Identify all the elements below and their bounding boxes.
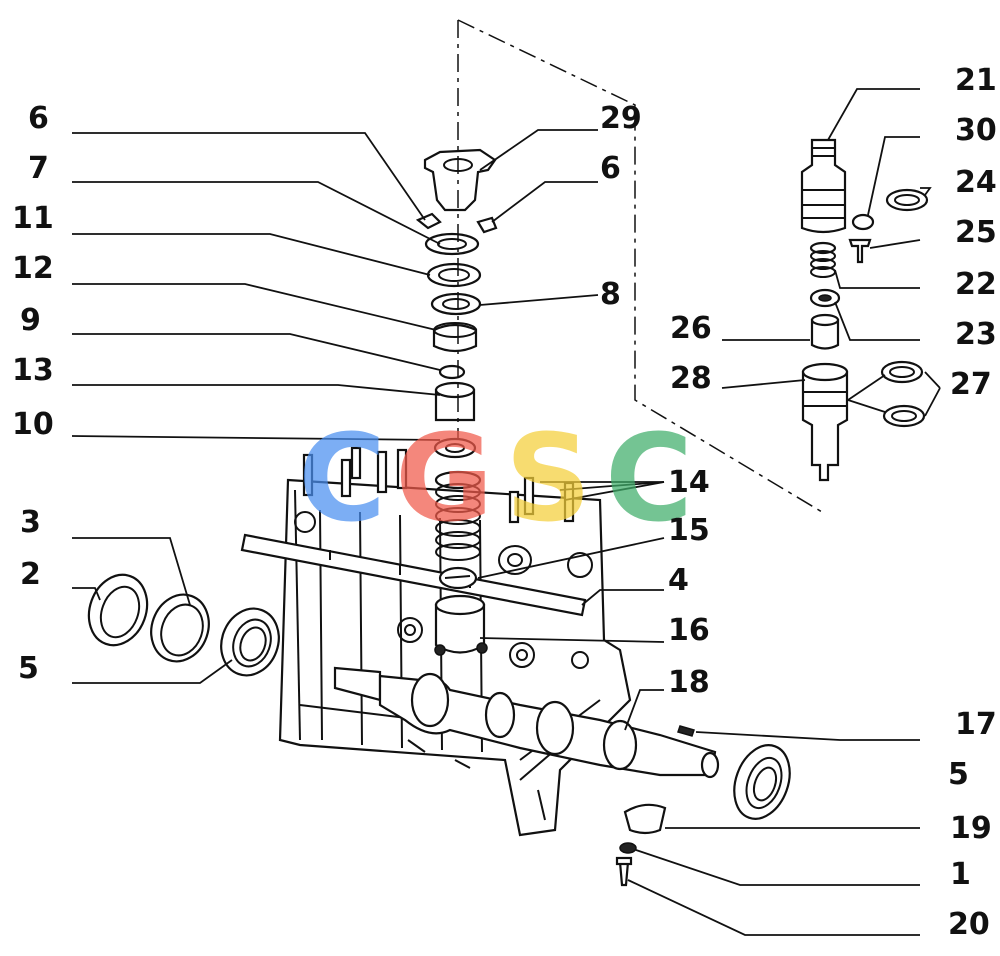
label-19: 19 bbox=[950, 811, 992, 846]
label-22: 22 bbox=[955, 267, 997, 302]
label-13: 13 bbox=[12, 353, 54, 388]
ring-3 bbox=[150, 593, 210, 663]
camshaft-18 bbox=[333, 666, 720, 779]
label-23: 23 bbox=[955, 317, 997, 352]
washer-11 bbox=[426, 262, 482, 288]
bearing-5-right bbox=[733, 744, 791, 820]
washer-1 bbox=[619, 842, 637, 854]
bearing-5-left bbox=[220, 607, 280, 677]
spring-seat-15 bbox=[438, 566, 478, 590]
valve-26 bbox=[810, 313, 840, 350]
key-17 bbox=[677, 725, 695, 737]
label-11: 11 bbox=[12, 201, 54, 236]
label-17: 17 bbox=[955, 707, 997, 742]
fitting-21 bbox=[800, 138, 847, 234]
seal-27-bottom bbox=[882, 404, 926, 428]
washer-7 bbox=[424, 232, 480, 256]
label-16: 16 bbox=[668, 613, 710, 648]
seal-27-top bbox=[880, 360, 924, 384]
label-10: 10 bbox=[12, 407, 54, 442]
label-27: 27 bbox=[950, 367, 992, 402]
ring-9 bbox=[438, 364, 466, 380]
label-8: 8 bbox=[600, 277, 621, 312]
label-18: 18 bbox=[668, 665, 710, 700]
plug-25 bbox=[848, 238, 872, 264]
label-4: 4 bbox=[668, 563, 689, 598]
label-1: 1 bbox=[950, 857, 971, 892]
label-6-right: 6 bbox=[600, 151, 621, 186]
label-26: 26 bbox=[670, 311, 712, 346]
leader-lines bbox=[71, 88, 941, 936]
barrel-28 bbox=[801, 362, 849, 482]
watermark-letter-c2: C bbox=[605, 410, 693, 549]
watermark-letter-s: S bbox=[505, 410, 591, 549]
screw-20 bbox=[615, 856, 633, 887]
seal-24 bbox=[885, 188, 929, 212]
label-29: 29 bbox=[600, 101, 642, 136]
label-15: 15 bbox=[668, 513, 710, 548]
tappet-16 bbox=[434, 594, 488, 656]
spring-14 bbox=[434, 470, 482, 561]
label-9: 9 bbox=[20, 303, 41, 338]
watermark-letter-g: G bbox=[395, 410, 494, 549]
delivery-valve-holder-29 bbox=[423, 148, 497, 212]
clip-6-left bbox=[415, 212, 442, 230]
label-30: 30 bbox=[955, 113, 997, 148]
spring-22 bbox=[809, 241, 837, 278]
watermark-letter-c1: C bbox=[298, 410, 386, 549]
label-5-left: 5 bbox=[18, 651, 39, 686]
sleeve-12 bbox=[432, 322, 478, 353]
plunger-13 bbox=[434, 381, 476, 422]
label-24: 24 bbox=[955, 165, 997, 200]
clip-6-right bbox=[476, 216, 498, 234]
label-25: 25 bbox=[955, 215, 997, 250]
part-labels: 6 7 11 12 9 13 10 3 2 5 29 6 8 14 15 4 1… bbox=[12, 63, 997, 942]
assembly-axis-lines bbox=[457, 19, 823, 513]
label-6-left: 6 bbox=[28, 101, 49, 136]
label-7: 7 bbox=[28, 151, 49, 186]
label-5-right: 5 bbox=[948, 757, 969, 792]
label-21: 21 bbox=[955, 63, 997, 98]
label-12: 12 bbox=[12, 251, 54, 286]
label-3: 3 bbox=[20, 505, 41, 540]
label-20: 20 bbox=[948, 907, 990, 942]
label-28: 28 bbox=[670, 361, 712, 396]
seal-2 bbox=[87, 573, 149, 647]
label-14: 14 bbox=[668, 465, 710, 500]
ring-30 bbox=[851, 213, 875, 231]
label-2: 2 bbox=[20, 557, 41, 592]
watermark: C G S C bbox=[298, 410, 693, 549]
bearing-half-19 bbox=[623, 803, 667, 835]
washer-8 bbox=[430, 292, 482, 316]
spring-seat-10 bbox=[433, 437, 477, 459]
valve-23 bbox=[809, 288, 841, 308]
